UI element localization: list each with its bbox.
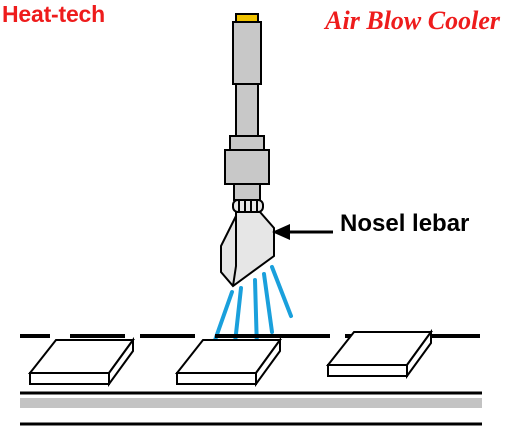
- nozzle-neck: [233, 183, 261, 201]
- nozzle-coupling-top: [229, 135, 265, 151]
- nozzle-assembly: [220, 13, 275, 288]
- nozzle-middle-tube: [235, 83, 259, 137]
- conveyor: [20, 328, 482, 426]
- conveyor-belt: [20, 398, 482, 408]
- workpiece: [174, 336, 282, 388]
- nozzle-flat-lever-edge: [232, 216, 237, 287]
- conveyor-workpieces: [27, 328, 433, 388]
- nozzle-tip-cap: [235, 13, 259, 23]
- callout-arrow: [272, 224, 333, 240]
- brand-logo-text: Heat-tech: [2, 1, 106, 27]
- workpiece: [27, 336, 135, 388]
- workpiece: [325, 328, 433, 380]
- page-title: Air Blow Cooler: [325, 6, 500, 35]
- nozzle-upper-tube: [232, 21, 262, 85]
- air-stream-line: [270, 265, 293, 318]
- air-stream-line: [262, 272, 274, 334]
- nozzle-coupling-body: [224, 149, 270, 185]
- nozzle-callout-label: Nosel lebar: [340, 210, 470, 237]
- air-stream-line: [253, 278, 259, 352]
- nozzle-clamp-ring: [232, 199, 264, 213]
